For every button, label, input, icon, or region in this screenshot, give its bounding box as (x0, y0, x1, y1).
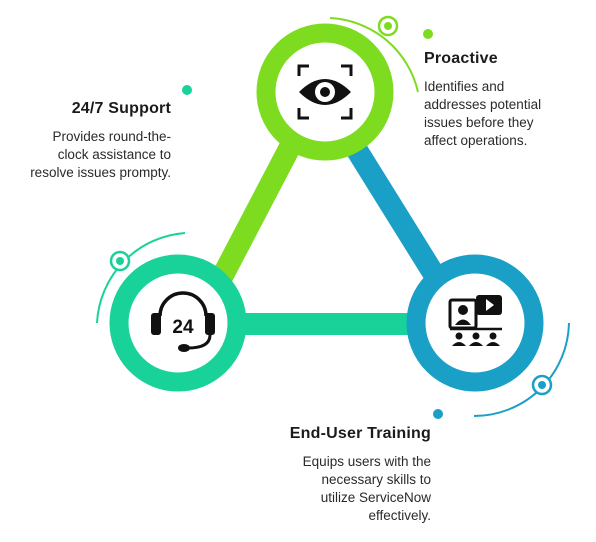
support-desc-line: clock assistance to (57, 147, 171, 162)
bullet-dot-proactive (423, 29, 433, 39)
bullet-dot-support (182, 85, 192, 95)
training-desc-line: Equips users with the (302, 454, 431, 469)
support-block: 24/7 Support Provides round-the- clock a… (0, 100, 171, 182)
decor-arc-proactive (329, 17, 419, 93)
training-desc-line: effectively. (368, 508, 431, 523)
training-block: End-User Training Equips users with the … (250, 425, 431, 525)
eye-icon (297, 64, 353, 120)
svg-text:24: 24 (172, 317, 194, 338)
target-dot-proactive (377, 15, 399, 37)
proactive-desc-line: Identifies and (424, 79, 505, 94)
headset-24-icon: 24 (151, 291, 215, 352)
proactive-title: Proactive (424, 50, 498, 67)
training-title: End-User Training (289, 425, 431, 442)
training-description: Equips users with the necessary skills t… (250, 453, 431, 525)
video-training-icon (448, 295, 502, 346)
training-desc-line: utilize ServiceNow (320, 490, 431, 505)
proactive-block: Proactive Identifies and addresses poten… (424, 50, 594, 150)
proactive-desc-line: issues before they (424, 115, 534, 130)
support-desc-line: Provides round-the- (52, 129, 171, 144)
target-dot-training (531, 374, 553, 396)
proactive-desc-line: affect operations. (424, 133, 528, 148)
support-title: 24/7 Support (71, 100, 171, 117)
support-desc-line: resolve issues prompty. (30, 165, 171, 180)
support-description: Provides round-the- clock assistance to … (0, 128, 171, 182)
bullet-dot-training (433, 409, 443, 419)
target-dot-support (109, 250, 131, 272)
node-ring-support (109, 254, 247, 392)
proactive-desc-line: addresses potential (424, 97, 542, 112)
proactive-description: Identifies and addresses potential issue… (424, 78, 594, 150)
training-desc-line: necessary skills to (321, 472, 431, 487)
